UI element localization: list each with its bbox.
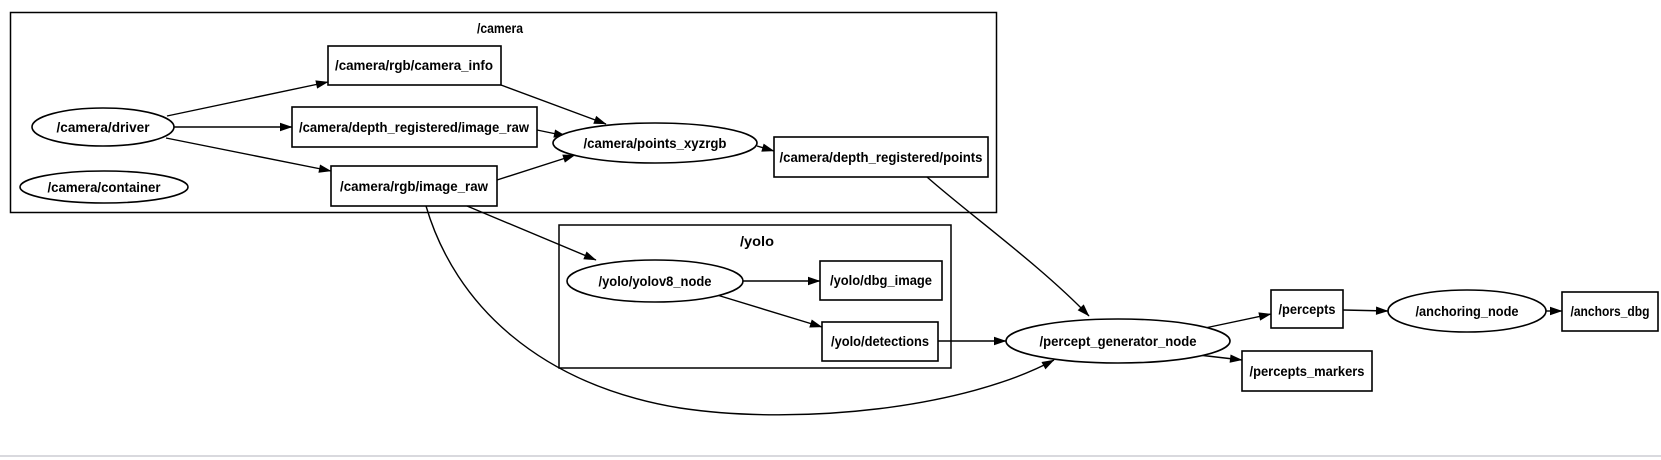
edge-yolo-yolov8-node-to-yolo-detections — [716, 294, 823, 328]
node-anchoring-node[interactable]: /anchoring_node — [1387, 289, 1547, 333]
node-yolo-yolov8-node-label: /yolo/yolov8_node — [599, 273, 712, 289]
node-camera-container[interactable]: /camera/container — [19, 170, 189, 204]
topic-yolo-dbg-image-shape[interactable] — [819, 260, 943, 301]
edge-camera-rgb-camera-info-to-camera-points-xyzrgb — [500, 84, 607, 125]
node-camera-points-xyzrgb[interactable]: /camera/points_xyzrgb — [552, 122, 758, 164]
topic-percepts[interactable]: /percepts — [1270, 289, 1344, 329]
node-anchoring-node-label: /anchoring_node — [1416, 303, 1519, 319]
topic-camera-rgb-camera-info-label: /camera/rgb/camera_info — [335, 57, 493, 73]
topic-camera-rgb-image-raw-label: /camera/rgb/image_raw — [340, 178, 488, 194]
node-yolo-yolov8-node-shape[interactable] — [566, 259, 744, 303]
edge-camera-points-xyzrgb-to-camera-depth-registered-points — [756, 143, 775, 152]
topic-anchors-dbg-label: /anchors_dbg — [1571, 303, 1650, 319]
topic-yolo-detections-shape[interactable] — [821, 321, 939, 362]
topic-percepts-markers[interactable]: /percepts_markers — [1241, 350, 1373, 392]
node-anchoring-node-shape[interactable] — [1387, 289, 1547, 333]
cluster-camera-border — [9, 11, 998, 214]
edge-camera-driver-to-camera-rgb-image-raw — [165, 137, 332, 173]
node-camera-container-shape[interactable] — [19, 170, 189, 204]
node-percept-generator-node-label: /percept_generator_node — [1040, 333, 1197, 349]
topic-yolo-detections-label: /yolo/detections — [831, 333, 929, 349]
node-camera-points-xyzrgb-label: /camera/points_xyzrgb — [584, 135, 727, 151]
topic-camera-depth-registered-points-shape[interactable] — [773, 136, 989, 178]
topic-camera-depth-registered-image-raw-shape[interactable] — [291, 106, 538, 148]
edge-camera-driver-to-camera-rgb-camera-info — [166, 80, 329, 117]
node-camera-driver[interactable]: /camera/driver — [31, 107, 175, 147]
topic-camera-depth-registered-image-raw[interactable]: /camera/depth_registered/image_raw — [291, 106, 538, 148]
topic-camera-depth-registered-points-label: /camera/depth_registered/points — [780, 149, 983, 165]
node-camera-driver-label: /camera/driver — [57, 119, 151, 135]
topic-percepts-label: /percepts — [1279, 301, 1336, 317]
edge-camera-rgb-image-raw-to-yolo-yolov8-node — [466, 205, 597, 261]
topic-camera-depth-registered-points[interactable]: /camera/depth_registered/points — [773, 136, 989, 178]
edge-camera-rgb-image-raw-to-percept-generator-node — [425, 205, 1055, 416]
edge-percept-generator-node-to-percepts — [1204, 312, 1272, 329]
topic-yolo-dbg-image-label: /yolo/dbg_image — [830, 272, 932, 288]
topic-yolo-detections[interactable]: /yolo/detections — [821, 321, 939, 362]
topic-percepts-shape[interactable] — [1270, 289, 1344, 329]
topic-percepts-markers-label: /percepts_markers — [1250, 363, 1365, 379]
cluster-camera: /camera — [9, 11, 998, 214]
node-percept-generator-node[interactable]: /percept_generator_node — [1005, 318, 1231, 364]
node-yolo-yolov8-node[interactable]: /yolo/yolov8_node — [566, 259, 744, 303]
cluster-camera-label: /camera — [477, 20, 523, 36]
edge-camera-rgb-image-raw-to-camera-points-xyzrgb — [496, 154, 576, 181]
topic-camera-rgb-image-raw-shape[interactable] — [330, 165, 498, 207]
cluster-yolo: /yolo — [558, 224, 952, 369]
cluster-yolo-label: /yolo — [740, 233, 774, 249]
topic-camera-depth-registered-image-raw-label: /camera/depth_registered/image_raw — [299, 119, 529, 135]
node-camera-driver-shape[interactable] — [31, 107, 175, 147]
cluster-yolo-border — [558, 224, 952, 369]
node-percept-generator-node-shape[interactable] — [1005, 318, 1231, 364]
topic-camera-rgb-image-raw[interactable]: /camera/rgb/image_raw — [330, 165, 498, 207]
topic-yolo-dbg-image[interactable]: /yolo/dbg_image — [819, 260, 943, 301]
topic-anchors-dbg-shape[interactable] — [1561, 291, 1659, 332]
edge-camera-depth-registered-points-to-percept-generator-node — [926, 176, 1090, 317]
node-camera-container-label: /camera/container — [48, 179, 162, 195]
topic-percepts-markers-shape[interactable] — [1241, 350, 1373, 392]
edge-percepts-to-anchoring-node — [1342, 306, 1389, 315]
node-camera-points-xyzrgb-shape[interactable] — [552, 122, 758, 164]
topic-camera-rgb-camera-info[interactable]: /camera/rgb/camera_info — [327, 45, 502, 86]
topic-anchors-dbg[interactable]: /anchors_dbg — [1561, 291, 1659, 332]
topic-camera-rgb-camera-info-shape[interactable] — [327, 45, 502, 86]
